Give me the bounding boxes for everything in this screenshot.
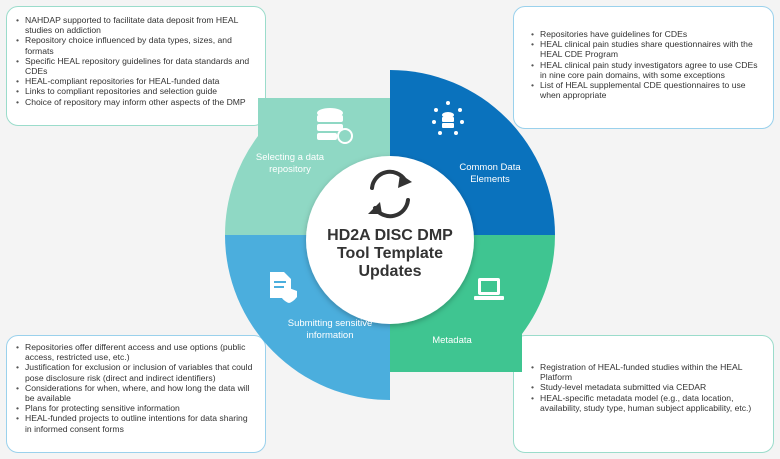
bullet-item: HEAL clinical pain study investigators a…	[530, 60, 763, 80]
center-title-line: HD2A DISC DMP	[327, 227, 453, 244]
document-shield-icon	[270, 272, 297, 303]
bullet-item: Considerations for when, where, and how …	[15, 383, 255, 403]
bullet-item: List of HEAL supplemental CDE questionna…	[530, 80, 763, 100]
database-network-icon	[432, 101, 464, 135]
metadata-notes-box: Registration of HEAL-funded studies with…	[513, 335, 774, 453]
code-laptop-icon	[474, 278, 504, 300]
bullet-item: Plans for protecting sensitive informati…	[15, 403, 255, 413]
label-submitting-sensitive: Submitting sensitive information	[287, 318, 373, 341]
center-title-line: Updates	[358, 263, 422, 280]
bullet-item: HEAL-specific metadata model (e.g., data…	[530, 393, 763, 413]
bullet-item: Justification for exclusion or inclusion…	[15, 362, 255, 382]
bullet-item: HEAL-funded projects to outline intentio…	[15, 413, 255, 433]
label-common-data-elements: Common Data Elements	[459, 162, 521, 185]
bullet-item: Study-level metadata submitted via CEDAR	[530, 382, 763, 392]
label-selecting-repository: Selecting a data repository	[255, 152, 325, 175]
cycle-arrow-head-bottom	[368, 202, 382, 214]
sensitive-info-notes-box: Repositories offer different access and …	[6, 335, 266, 453]
bullet-item: HEAL-compliant repositories for HEAL-fun…	[15, 76, 255, 86]
center-title: HD2A DISC DMP Tool Template Updates	[315, 227, 465, 281]
bullet-item: Repositories offer different access and …	[15, 342, 255, 362]
bullet-item: HEAL clinical pain studies share questio…	[530, 39, 763, 59]
cde-notes-box: Repositories have guidelines for CDEsHEA…	[513, 6, 774, 129]
database-refresh-icon	[317, 108, 353, 144]
repository-notes-list: NAHDAP supported to facilitate data depo…	[15, 15, 255, 107]
center-circle	[306, 156, 474, 324]
metadata-notes-list: Registration of HEAL-funded studies with…	[530, 362, 763, 413]
center-title-line: Tool Template	[336, 245, 444, 262]
bullet-item: Links to compliant repositories and sele…	[15, 86, 255, 96]
repository-notes-box: NAHDAP supported to facilitate data depo…	[6, 6, 266, 126]
bullet-item: Specific HEAL repository guidelines for …	[15, 56, 255, 76]
bullet-item: Registration of HEAL-funded studies with…	[530, 362, 763, 382]
bullet-item: Repositories have guidelines for CDEs	[530, 29, 763, 39]
cde-notes-list: Repositories have guidelines for CDEsHEA…	[530, 29, 763, 100]
label-metadata: Metadata	[432, 335, 472, 346]
cycle-arrow-head-top	[398, 174, 412, 188]
bullet-item: Choice of repository may inform other as…	[15, 97, 255, 107]
sensitive-info-notes-list: Repositories offer different access and …	[15, 342, 255, 434]
bullet-item: NAHDAP supported to facilitate data depo…	[15, 15, 255, 35]
bullet-item: Repository choice influenced by data typ…	[15, 35, 255, 55]
